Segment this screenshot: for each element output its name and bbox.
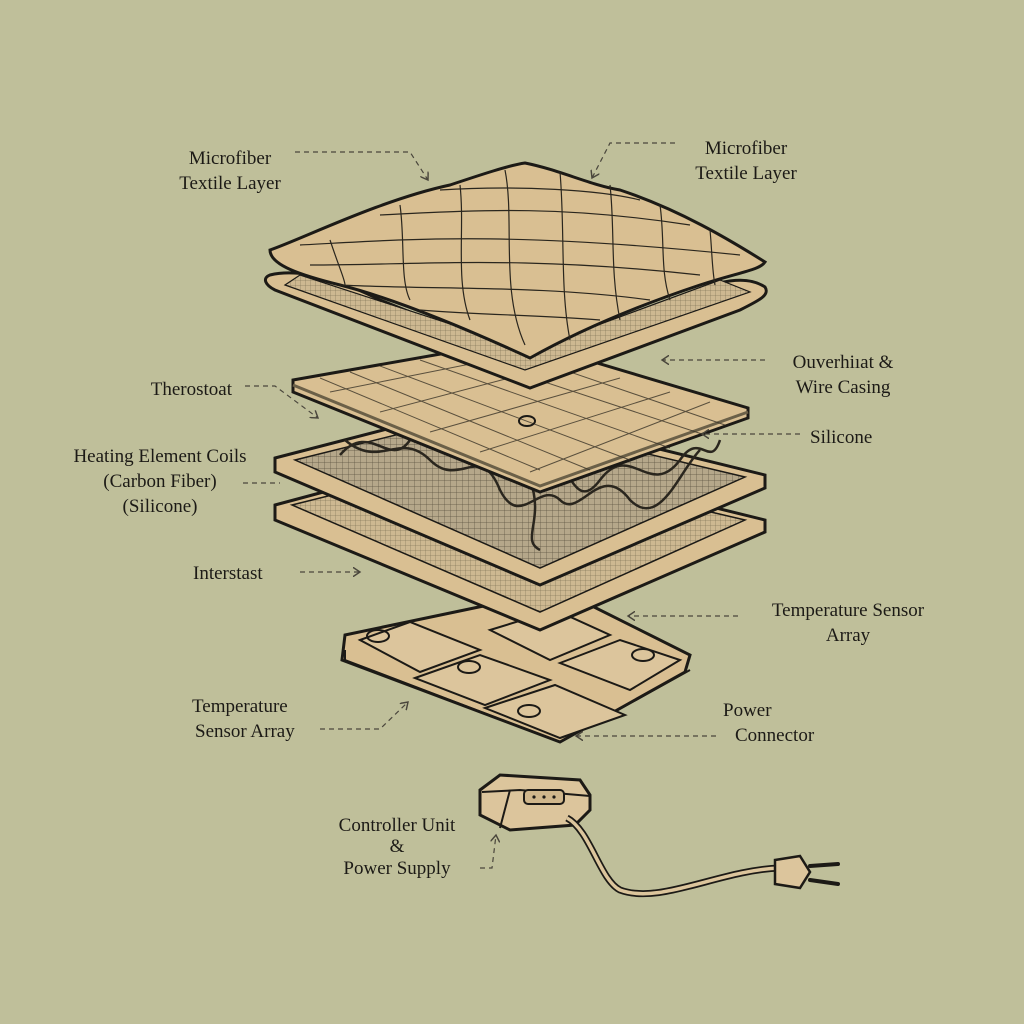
quilted-microfiber-layer	[268, 161, 768, 360]
sensor-dot	[631, 648, 655, 662]
sensor-dot	[457, 660, 481, 674]
temperature-sensor-base	[340, 588, 692, 744]
label-temperature-sensor-right: Temperature Sensor Array	[771, 600, 925, 646]
label-temperature-sensor-left: Temperature Sensor Array	[192, 696, 295, 742]
label-overheat-casing: Ouverhiıat & Wire Casing	[792, 352, 894, 398]
sensor-dot	[517, 704, 541, 718]
label-silicone: Silicone	[810, 427, 873, 448]
label-power-connector: Power Connector	[723, 700, 815, 746]
label-thermostat: Therostoat	[150, 379, 232, 400]
label-interstast: Interstast	[193, 563, 263, 584]
controller-unit	[478, 773, 592, 832]
thermostat-sensor	[518, 415, 536, 427]
sensor-dot	[366, 629, 390, 643]
power-plug	[773, 854, 840, 890]
power-cord	[565, 814, 781, 898]
label-heating-element: Heating Element Coils (Carbon Fiber) (Si…	[73, 446, 247, 517]
leader-lines	[243, 142, 800, 869]
label-controller-unit: Controller Unit & Power Supply	[338, 815, 456, 879]
label-microfiber-right: Microfiber Textile Layer	[695, 138, 797, 184]
label-microfiber-left: Microfiber Textile Layer	[179, 148, 281, 194]
